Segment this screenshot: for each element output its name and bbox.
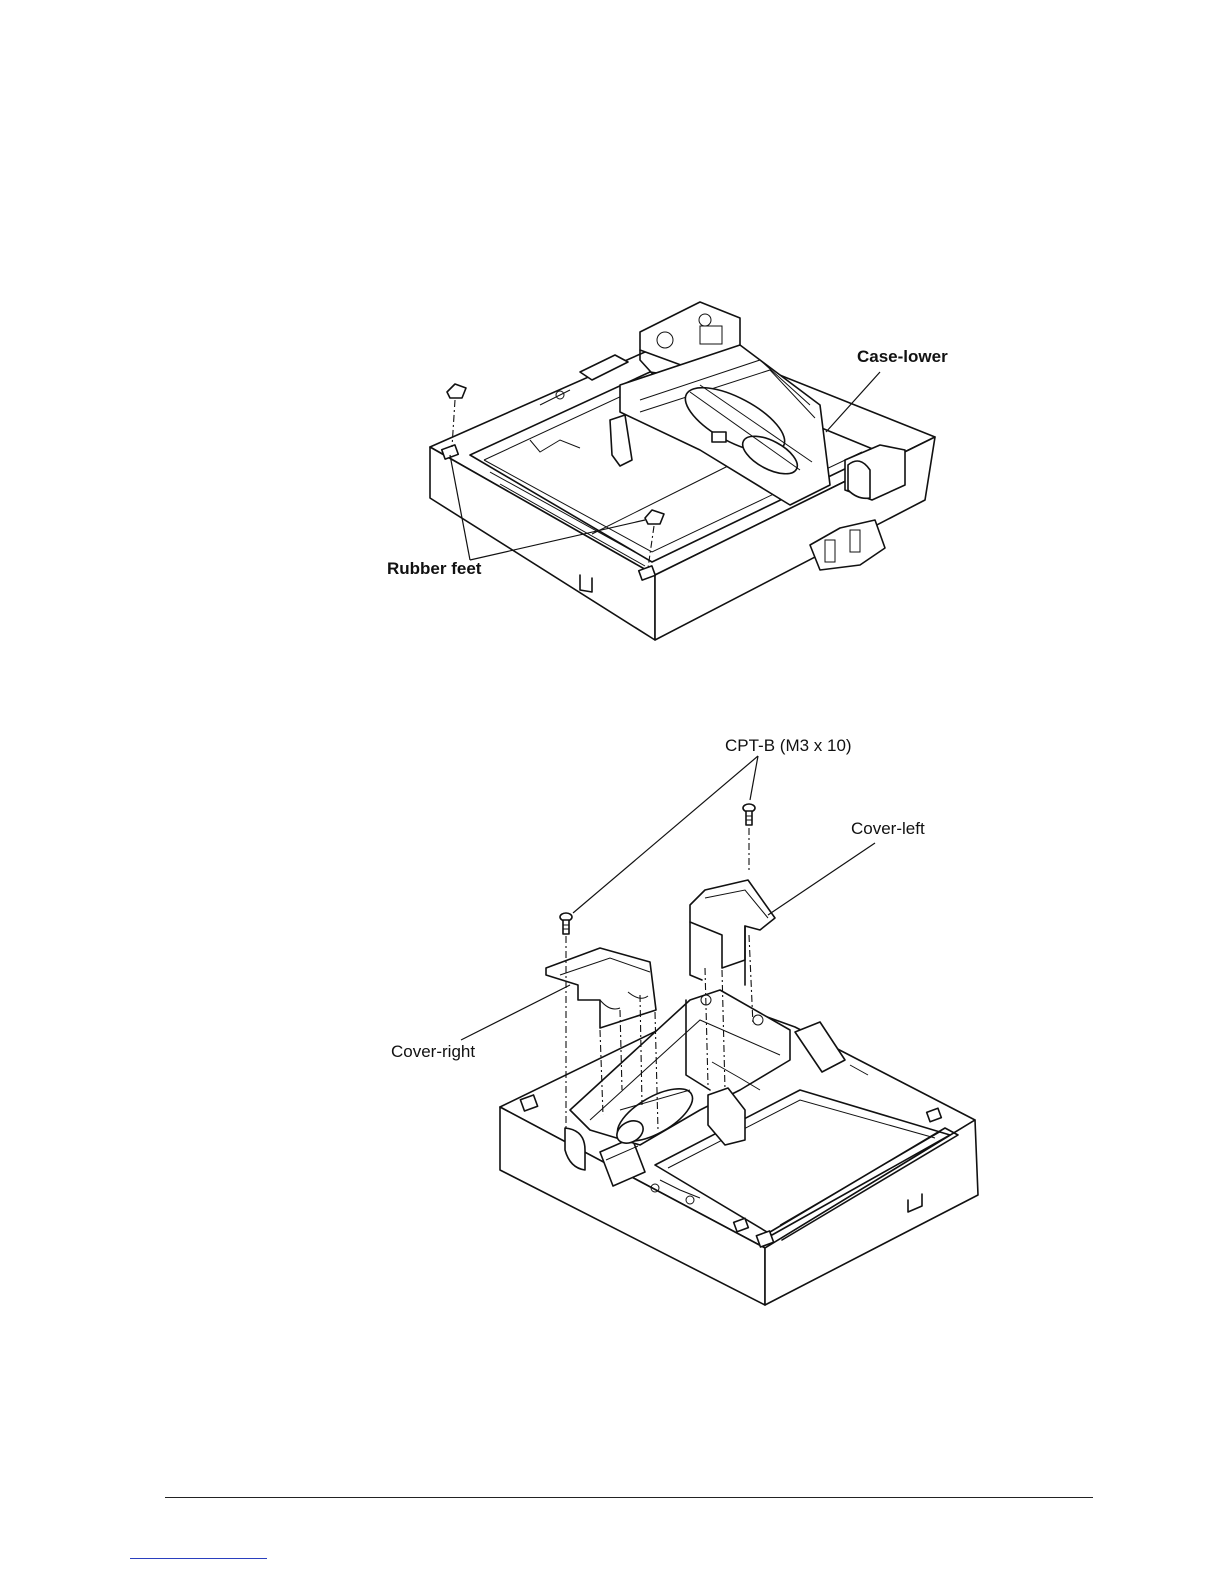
label-cover-right: Cover-right <box>391 1042 475 1061</box>
footer-link-underline[interactable] <box>130 1558 267 1559</box>
case-lower-diagram: Case-lower Rubber feet <box>387 302 948 640</box>
covers-diagram: CPT-B (M3 x 10) Cover-left Cover-right <box>391 736 978 1305</box>
label-rubber-feet: Rubber feet <box>387 559 482 578</box>
screw-left <box>560 913 572 934</box>
label-case-lower: Case-lower <box>857 347 948 366</box>
label-cover-left: Cover-left <box>851 819 925 838</box>
footer-divider <box>165 1497 1093 1498</box>
label-screw: CPT-B (M3 x 10) <box>725 736 852 755</box>
screw-right <box>743 804 755 825</box>
